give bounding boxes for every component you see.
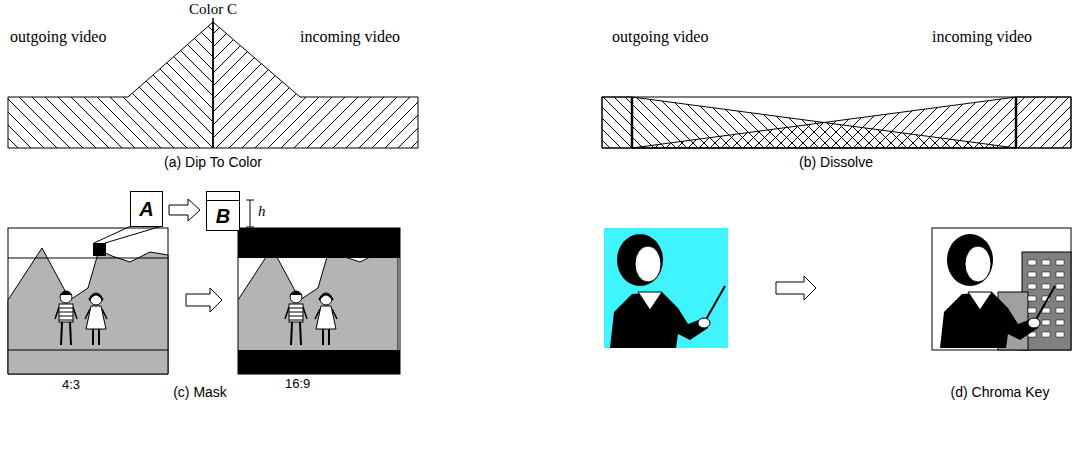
zoom-box-cropped: B <box>206 191 240 231</box>
mountain-shape <box>8 248 168 374</box>
matte-line <box>8 258 168 259</box>
frame-4-3 <box>8 228 168 374</box>
woman-silhouette <box>940 234 1055 348</box>
panel-caption: (b) Dissolve <box>799 154 873 170</box>
chroma-key-illustration <box>604 228 1071 350</box>
dip-to-color-graph <box>8 18 418 148</box>
composite-frame <box>932 228 1071 350</box>
panel-caption: (a) Dip To Color <box>164 154 262 170</box>
woman-silhouette <box>610 234 725 348</box>
panel-caption: (c) Mask <box>173 384 227 400</box>
frame-16-9 <box>238 228 400 374</box>
zoom-square <box>93 243 106 256</box>
dimension-label: h <box>258 203 266 220</box>
track-label: outgoing video <box>10 28 106 46</box>
cut-line <box>212 18 214 148</box>
hollow-arrow <box>169 199 200 221</box>
box-letter: A <box>139 199 153 219</box>
people-figures <box>285 291 337 345</box>
box-letter: B <box>216 206 230 226</box>
outgoing-region <box>8 22 213 148</box>
hollow-arrow <box>776 276 816 300</box>
start-bar <box>631 97 634 148</box>
dissolve-graph <box>602 97 1071 148</box>
mask-illustration <box>8 200 400 374</box>
zoom-line <box>105 226 162 243</box>
incoming-region <box>213 22 418 148</box>
track-label: incoming video <box>932 28 1032 46</box>
graph-frame <box>602 97 1071 148</box>
marker-label: Color C <box>189 1 237 18</box>
black-bar <box>238 228 400 258</box>
panel-caption: (d) Chroma Key <box>951 384 1050 400</box>
aspect-ratio-label: 4:3 <box>62 378 80 393</box>
height-bracket <box>246 200 254 201</box>
people-figures <box>55 291 107 345</box>
black-bar <box>238 350 400 374</box>
matte-line <box>8 350 168 351</box>
height-bracket <box>250 200 251 227</box>
height-bracket <box>246 227 254 228</box>
blue-screen <box>604 228 728 348</box>
aspect-ratio-label: 16:9 <box>285 377 310 392</box>
crop-line <box>207 200 239 201</box>
track-label: outgoing video <box>612 28 708 46</box>
track-label: incoming video <box>300 28 400 46</box>
incoming-region <box>632 97 1071 148</box>
end-bar <box>1015 97 1018 148</box>
zoom-box: A <box>130 191 163 227</box>
hollow-arrow <box>186 288 222 312</box>
